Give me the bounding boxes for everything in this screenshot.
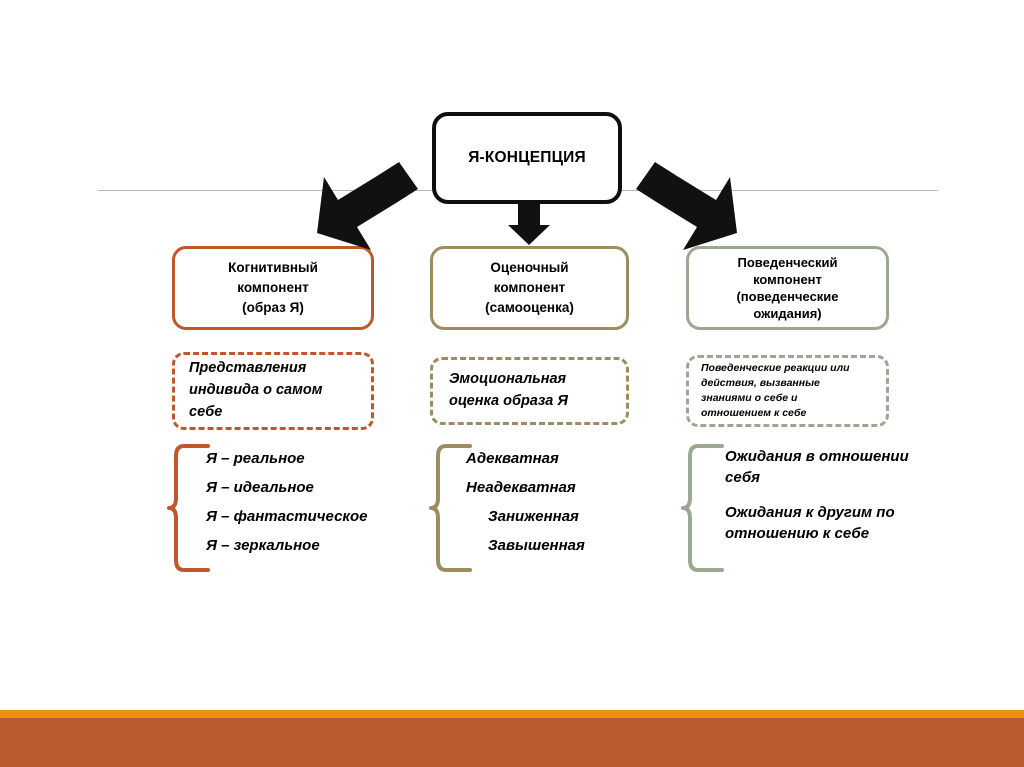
component-title-line: компонент (493, 280, 566, 296)
component-title-line: ожидания) (753, 306, 822, 322)
component-title-line: компонент (753, 271, 822, 287)
component-box-behavioral: Поведенческий компонент (поведенческие о… (686, 246, 889, 330)
component-title-line: Поведенческий (737, 254, 838, 270)
component-box-cognitive: Когнитивный компонент (образ Я) (172, 246, 374, 330)
description-line: индивида о самом (189, 382, 323, 399)
list-items: Адекватная Неадекватная Заниженная Завыш… (466, 444, 585, 560)
arrow-to-cognitive-component (317, 162, 418, 250)
description-box-cognitive: Представления индивида о самом себе (172, 352, 374, 430)
list-item: Я – реальное (206, 450, 305, 467)
list-item: Ожидания в отношении себя (725, 448, 909, 486)
component-title-line: (образ Я) (242, 299, 304, 315)
list-items: Я – реальное Я – идеальное Я – фантастич… (206, 444, 368, 560)
list-item: Неадекватная (466, 479, 576, 496)
curly-brace-icon (167, 444, 210, 572)
description-line: действия, вызванные (701, 377, 820, 390)
list-item: Я – зеркальное (206, 537, 320, 554)
list-item: Адекватная (466, 450, 559, 467)
curly-brace-icon (681, 444, 724, 572)
arrow-to-behavioral-component (636, 162, 737, 250)
list-item: Заниженная (488, 508, 579, 525)
component-title-line: Оценочный (490, 260, 569, 276)
component-title-line: (самооценка) (485, 299, 574, 315)
list-item: Я – идеальное (206, 479, 314, 496)
component-title-line: (поведенческие (736, 289, 839, 304)
description-box-evaluative: Эмоциональная оценка образа Я (430, 357, 629, 425)
curly-brace-icon (429, 444, 472, 572)
list-item: Завышенная (488, 537, 585, 554)
description-line: себе (189, 403, 223, 420)
list-group-evaluative: Адекватная Неадекватная Заниженная Завыш… (428, 442, 653, 574)
footer-orange-band (0, 718, 1024, 767)
description-line: оценка образа Я (449, 393, 568, 409)
description-box-behavioral: Поведенческие реакции или действия, вызв… (686, 355, 889, 427)
description-line: отношением к себе (701, 406, 807, 419)
list-items: Ожидания в отношении себя Ожидания к дру… (725, 446, 940, 558)
component-title-line: компонент (237, 280, 309, 296)
list-group-behavioral: Ожидания в отношении себя Ожидания к дру… (680, 442, 945, 574)
description-line: знаниями о себе и (701, 392, 798, 404)
component-box-evaluative: Оценочный компонент (самооценка) (430, 246, 629, 330)
list-item: Я – фантастическое (206, 508, 368, 525)
arrow-to-evaluative-component (508, 203, 550, 245)
root-concept-label: Я-КОНЦЕПЦИЯ (468, 149, 586, 166)
list-group-cognitive: Я – реальное Я – идеальное Я – фантастич… (166, 442, 396, 574)
root-concept-box: Я-КОНЦЕПЦИЯ (432, 112, 622, 204)
description-line: Поведенческие реакции или (701, 362, 850, 375)
component-title-line: Когнитивный (228, 260, 318, 276)
list-item: Ожидания к другим по отношению к себе (725, 504, 895, 542)
footer-amber-band (0, 710, 1024, 718)
description-line: Представления (189, 360, 307, 377)
description-line: Эмоциональная (449, 371, 567, 388)
